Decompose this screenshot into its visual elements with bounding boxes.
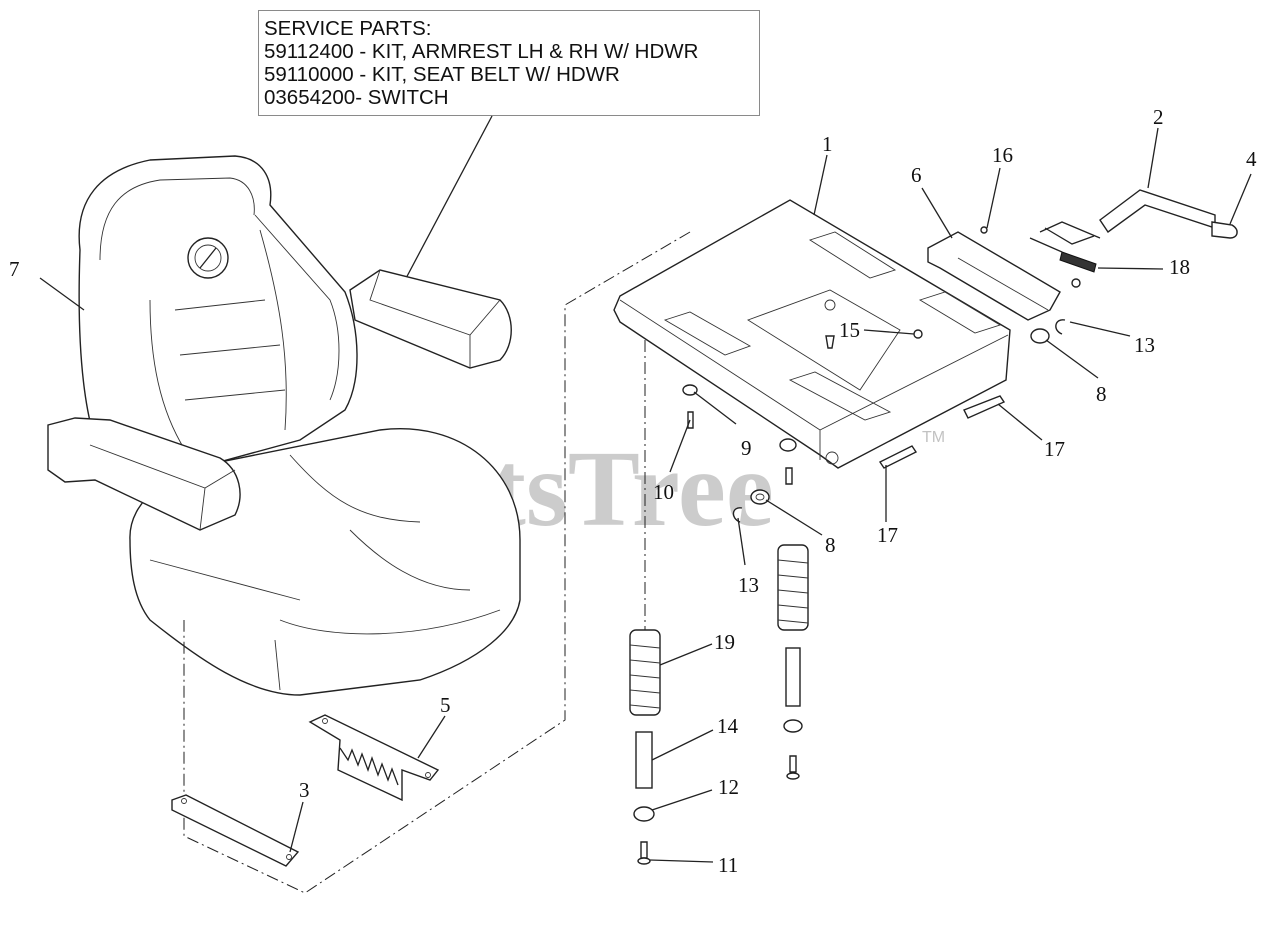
callout-3: 3 [299,778,310,802]
callout-10: 10 [653,480,674,504]
part-11-bolt-left [640,841,648,859]
callout-17b: 17 [877,523,898,547]
seat-assembly [47,155,521,696]
service-part-armrest-kit: 59112400 - KIT, ARMREST LH & RH W/ HDWR [264,40,699,63]
part-13-clip-right [1055,319,1066,335]
callout-8a: 8 [1096,382,1107,406]
callout-5: 5 [440,693,451,717]
part-12-washer-left [633,806,655,822]
part-17-pin-left [878,445,918,469]
part-18-spring [1059,251,1097,273]
part-15-bolt [825,335,835,349]
service-box-leader [403,115,493,283]
callout-8b: 8 [825,533,836,557]
callout-7: 7 [9,257,20,281]
callout-11: 11 [718,853,738,877]
part-8-washer-left [750,489,770,505]
part-3-plate [171,794,300,867]
callout-13a: 13 [1134,333,1155,357]
part-1-seat-frame [613,199,1011,469]
part-19-spring-left [629,629,661,716]
part-11-bolt-right [789,755,797,773]
callout-16: 16 [992,143,1013,167]
callout-12: 12 [718,775,739,799]
part-14-spacer-right [785,647,801,707]
right-armrest [349,269,512,369]
service-part-switch: 03654200- SWITCH [264,86,449,109]
watermark-tm: TM [922,429,945,446]
part-12-washer-right [783,719,803,733]
callout-1: 1 [822,132,833,156]
part-2-lever [1039,189,1216,245]
callout-9: 9 [741,436,752,460]
part-number-labels: 1 2 3 4 5 6 7 8 8 9 10 11 12 13 13 14 15… [9,105,1257,877]
callout-6: 6 [911,163,922,187]
part-6-bracket [927,231,1061,321]
part-5-bracket [308,714,440,802]
callout-2: 2 [1153,105,1164,129]
callout-18: 18 [1169,255,1190,279]
service-parts-box: SERVICE PARTS: 59112400 - KIT, ARMREST L… [258,10,760,116]
part-16-pin [980,226,988,234]
callout-17a: 17 [1044,437,1065,461]
callout-13b: 13 [738,573,759,597]
part-14-spacer-left [635,731,653,789]
leader-lines [39,127,1252,863]
part-19-spring-right [777,544,809,631]
part-17-pin-right [963,395,1006,419]
service-part-seat-belt-kit: 59110000 - KIT, SEAT BELT W/ HDWR [264,63,620,86]
callout-19: 19 [714,630,735,654]
callout-15: 15 [839,318,860,342]
part-10-bolt [687,411,694,429]
callout-4: 4 [1246,147,1257,171]
part-8-washer-right [1030,328,1050,344]
part-9-nut [682,384,698,396]
left-armrest [47,417,241,531]
service-parts-heading: SERVICE PARTS: [264,17,432,40]
part-4-knob [1211,221,1238,239]
callout-14: 14 [717,714,739,738]
